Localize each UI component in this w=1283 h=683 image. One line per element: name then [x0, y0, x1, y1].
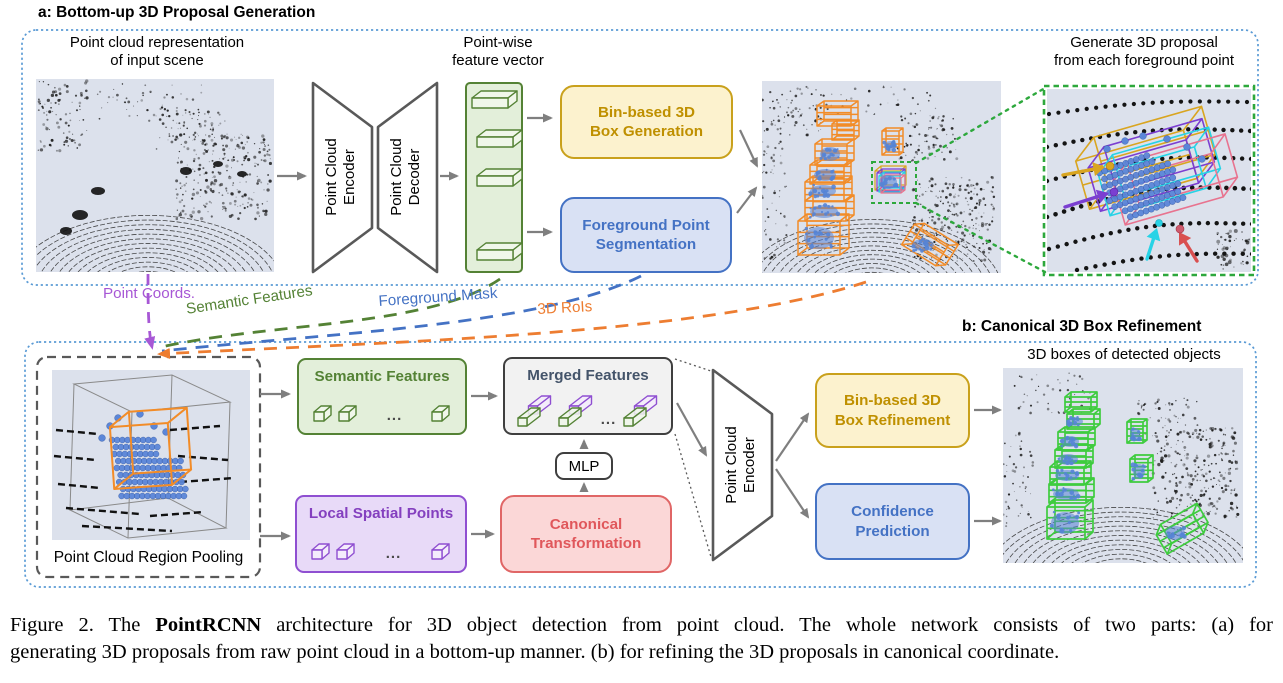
- caption-line-1: Figure 2. The PointRCNN architecture for…: [10, 614, 1273, 636]
- projection-line-top: [674, 358, 712, 372]
- input-point-cloud-image: [36, 79, 274, 272]
- confidence-prediction-box: Confidence Prediction: [815, 483, 970, 560]
- rois-label: 3D RoIs: [537, 298, 593, 318]
- bin-based-box-generation: Bin-based 3D Box Generation: [560, 85, 733, 159]
- encoder-trapezoid-b: Point Cloud Encoder: [711, 368, 774, 562]
- magnifier-line-bottom: [914, 201, 1047, 274]
- part-b-border: [24, 341, 1257, 588]
- point-coords-label: Point Coords.: [103, 285, 196, 302]
- proposal-zoom-image: [1047, 89, 1251, 272]
- canonical-transformation-box: Canonical Transformation: [500, 495, 672, 573]
- point-coords-curve: [144, 273, 156, 350]
- part-a-border: [21, 29, 1259, 286]
- decoder-trapezoid-a: Point Cloud Decoder: [376, 81, 439, 274]
- foreground-point-segmentation: Foreground Point Segmentation: [560, 197, 732, 273]
- caption-line-2: generating 3D proposals from raw point c…: [10, 641, 1060, 663]
- rois-curve: [157, 280, 867, 359]
- foreground-mask-curve: [161, 274, 642, 353]
- decoder-a-label-1: Point Cloud: [388, 138, 405, 216]
- region-pooling-label: Point Cloud Region Pooling: [53, 549, 244, 566]
- region-pooling-box: [35, 355, 262, 579]
- region-pooling-image: [52, 370, 250, 540]
- merged-features-box: Merged Features ...: [503, 357, 673, 435]
- ellipsis-text: ...: [386, 407, 403, 424]
- cuboid-icon: [311, 543, 331, 561]
- merged-cuboid-icon: [558, 394, 594, 427]
- encoder-trapezoid-a: Point Cloud Encoder: [311, 81, 374, 274]
- encoder-b-label-1: Point Cloud: [723, 426, 740, 504]
- encoder-b-label-2: Encoder: [741, 437, 758, 493]
- cuboid-icon: [336, 543, 356, 561]
- merged-cuboid-row: ...: [505, 384, 671, 433]
- cuboid-icon: [313, 405, 333, 423]
- semantic-cuboid-row: ...: [299, 385, 465, 433]
- encoder-a-label-1: Point Cloud: [323, 138, 340, 216]
- bin-based-box-refinement: Bin-based 3D Box Refinement: [815, 373, 970, 448]
- semantic-features-curve: [156, 277, 501, 350]
- spatial-cuboid-row: ...: [297, 522, 465, 571]
- zoom-image-label: Generate 3D proposal from each foregroun…: [1053, 34, 1235, 69]
- flow-arrows: [260, 113, 1002, 541]
- part-b-heading: b: Canonical 3D Box Refinement: [962, 318, 1202, 335]
- ellipsis-text: ...: [600, 411, 617, 428]
- feature-cuboid-icon: [476, 168, 524, 188]
- magnifier-line-top: [914, 86, 1047, 165]
- cuboid-icon: [338, 405, 358, 423]
- figure-caption: Figure 2. The PointRCNN architecture for…: [10, 612, 1273, 666]
- pointwise-feature-vector-box: [465, 82, 523, 273]
- semantic-features-box: Semantic Features ...: [297, 358, 467, 435]
- result-label: 3D boxes of detected objects: [1027, 346, 1221, 363]
- feature-cuboid-icon: [476, 242, 524, 262]
- local-spatial-points-box: Local Spatial Points ...: [295, 495, 467, 573]
- mlp-box: MLP: [555, 452, 613, 480]
- ellipsis-text: ...: [385, 545, 402, 562]
- part-a-heading: a: Bottom-up 3D Proposal Generation: [38, 4, 316, 21]
- feature-cuboid-icon: [471, 90, 519, 110]
- merged-cuboid-icon: [517, 394, 553, 427]
- projection-line-bottom: [674, 433, 712, 558]
- zoom-image-border: [1042, 84, 1256, 277]
- cuboid-icon: [431, 543, 451, 561]
- merged-cuboid-icon: [623, 394, 659, 427]
- feature-vector-label: Point-wise feature vector: [452, 34, 544, 69]
- cuboid-icon: [431, 405, 451, 423]
- detections-point-cloud-image: [1003, 368, 1243, 563]
- input-scene-label: Point cloud representation of input scen…: [69, 34, 245, 69]
- decoder-a-label-2: Decoder: [406, 149, 423, 206]
- proposals-point-cloud-image: [762, 81, 1001, 273]
- feature-cuboid-icon: [476, 129, 524, 149]
- encoder-a-label-2: Encoder: [341, 149, 358, 205]
